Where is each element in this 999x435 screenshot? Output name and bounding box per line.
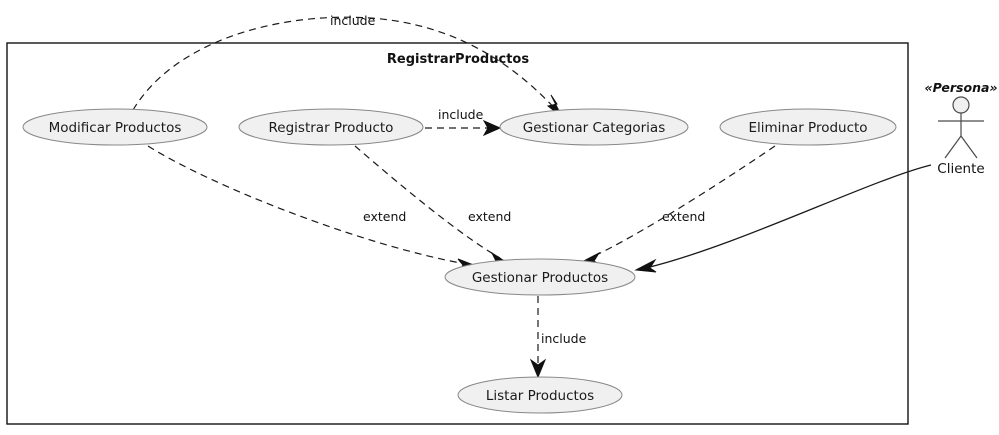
use-case-label: Gestionar Categorias	[523, 120, 666, 136]
actor-left-leg-icon	[944, 135, 962, 159]
arrow-head-icon	[482, 119, 502, 137]
relationship-label-include: include	[438, 107, 484, 122]
include-link-line	[132, 16, 559, 113]
use-case-modificar-productos[interactable]: Modificar Productos	[22, 108, 208, 146]
use-case-ellipse[interactable]	[444, 258, 636, 296]
arrow-head-icon	[634, 258, 657, 273]
use-case-ellipse[interactable]	[238, 108, 424, 146]
use-case-registrar-producto[interactable]: Registrar Producto	[238, 108, 424, 146]
use-case-ellipse[interactable]	[499, 108, 689, 146]
actor-name-label: Cliente	[937, 161, 984, 177]
actor-right-leg-icon	[960, 135, 978, 159]
relationship-label-include: include	[541, 331, 587, 346]
package-boundary-box	[6, 42, 909, 425]
use-case-label: Gestionar Productos	[472, 270, 608, 286]
relationship-label-extend: extend	[363, 209, 406, 224]
use-case-ellipse[interactable]	[457, 376, 623, 414]
relationship-label-include: include	[330, 13, 376, 28]
extend-link-line	[147, 145, 467, 265]
actor-stereotype-label: «Persona»	[924, 80, 997, 95]
relationship-label-extend: extend	[662, 209, 705, 224]
relationship-cliente-gestionar-productos	[634, 164, 932, 273]
use-case-listar-productos[interactable]: Listar Productos	[457, 376, 623, 414]
use-case-label: Modificar Productos	[49, 120, 182, 136]
relationship-gestionar-include-listar-productos: include	[529, 296, 587, 379]
use-case-eliminar-producto[interactable]: Eliminar Producto	[719, 108, 897, 146]
use-case-label: Listar Productos	[486, 388, 594, 404]
use-case-label: Registrar Producto	[269, 120, 394, 136]
arrow-head-icon	[529, 358, 547, 379]
actor-head-icon[interactable]	[952, 96, 970, 114]
use-case-gestionar-categorias[interactable]: Gestionar Categorias	[499, 108, 689, 146]
relationship-modificar-extend-gestionar-productos: extend	[147, 145, 478, 273]
package-title: RegistrarProductos	[387, 52, 529, 67]
actor-cliente[interactable]: «Persona» Cliente	[924, 80, 997, 177]
use-case-label: Eliminar Producto	[748, 120, 867, 136]
relationship-registrar-extend-gestionar-productos: extend	[354, 145, 511, 266]
relationship-eliminar-extend-gestionar-productos: extend	[578, 145, 776, 266]
extend-link-line	[589, 145, 776, 259]
relationship-label-extend: extend	[468, 209, 511, 224]
use-case-gestionar-productos[interactable]: Gestionar Productos	[444, 258, 636, 296]
extend-link-line	[354, 145, 501, 259]
use-case-ellipse[interactable]	[719, 108, 897, 146]
use-case-ellipse[interactable]	[22, 108, 208, 146]
relationship-registrar-include-gestionar-categorias: include	[425, 107, 502, 137]
association-link-line	[645, 164, 932, 269]
